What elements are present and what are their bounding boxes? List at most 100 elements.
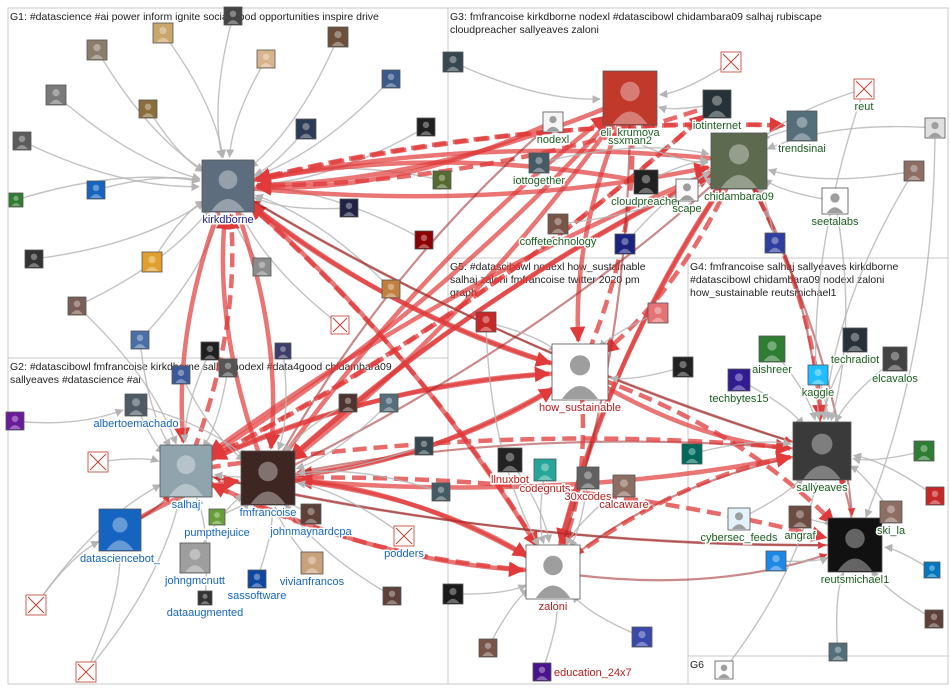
node-cybersec_feeds[interactable]: cybersec_feeds (699, 507, 780, 546)
node-zaloni[interactable]: zaloni (525, 544, 581, 615)
node-calcaware[interactable]: calcaware (598, 474, 650, 513)
node-g1h[interactable] (295, 118, 317, 140)
node-g1s[interactable] (130, 330, 150, 350)
node-coffetechnology[interactable]: coffetechnology (518, 213, 598, 250)
node-elcavalos[interactable]: elcavalos (871, 346, 920, 387)
node-g2f[interactable] (338, 393, 358, 413)
node-scape[interactable]: scape (671, 178, 703, 217)
node-g2i[interactable] (382, 586, 402, 606)
node-g2h[interactable] (431, 482, 451, 502)
node-label-johngmcnutt: johngmcnutt (164, 575, 225, 587)
node-g1c[interactable] (223, 6, 243, 26)
node-g1f[interactable] (381, 69, 401, 89)
node-kirkdborne[interactable]: kirkdborne (201, 159, 255, 228)
node-g1z[interactable] (171, 365, 191, 385)
node-g2e[interactable] (379, 393, 399, 413)
node-g3a[interactable] (720, 51, 742, 73)
node-datasciencebot_[interactable]: datasciencebot_ (78, 508, 162, 567)
node-vivianfrancos[interactable]: vivianfrancos (278, 551, 346, 590)
node-g1q[interactable] (432, 170, 452, 190)
node-sallyeaves[interactable]: sallyeaves (792, 421, 852, 496)
node-trendsinai[interactable]: trendsinai (777, 110, 827, 157)
node-dataaugmented[interactable]: dataaugmented (165, 590, 245, 621)
node-g6a[interactable] (714, 660, 734, 680)
node-iotinternet[interactable]: iotinternet (691, 89, 743, 134)
node-g1x[interactable] (381, 279, 401, 299)
node-g1e[interactable] (256, 49, 276, 69)
node-g3b[interactable] (442, 51, 464, 73)
node-g4f[interactable] (923, 561, 941, 579)
node-g1l[interactable] (86, 180, 106, 200)
node-g4c[interactable] (913, 440, 935, 462)
node-g2d[interactable] (5, 411, 25, 431)
node-education_24x7[interactable]: education_24x7 (532, 662, 633, 682)
node-reut[interactable]: reut (853, 78, 875, 115)
node-g3c[interactable] (614, 233, 636, 255)
node-nodexl[interactable]: nodexl (535, 111, 571, 148)
node-reutsmichael1[interactable]: reutsmichael1 (819, 517, 891, 588)
node-chidambara09[interactable]: chidambara09 (703, 132, 775, 205)
node-sassoftware[interactable]: sassoftware (226, 569, 288, 604)
node-g3e[interactable] (903, 160, 925, 182)
node-g4g[interactable] (828, 642, 848, 662)
node-g1p[interactable] (339, 198, 359, 218)
node-aishreer[interactable]: aishreer (751, 335, 794, 378)
node-g1w[interactable] (218, 358, 238, 378)
node-angraf[interactable]: angraf (783, 505, 818, 544)
node-g2g[interactable] (414, 436, 434, 456)
node-g1k[interactable] (12, 131, 32, 151)
node-salhaj[interactable]: salhaj (159, 444, 213, 513)
node-seetalabs[interactable]: seetalabs (810, 187, 861, 230)
node-g5c[interactable] (672, 356, 694, 378)
node-g1aa[interactable] (414, 230, 434, 250)
node-iottogether[interactable]: iottogether (512, 152, 567, 189)
node-codegnuts[interactable]: codegnuts (518, 458, 572, 497)
node-g1y[interactable] (416, 117, 436, 137)
node-g1r[interactable] (252, 257, 272, 277)
node-g1d[interactable] (327, 26, 349, 48)
node-fmfrancoise[interactable]: fmfrancoise (238, 450, 298, 521)
node-ssxman2[interactable]: ssxman2 (606, 134, 653, 149)
node-g1g[interactable] (45, 84, 67, 106)
node-g5e[interactable] (442, 583, 464, 605)
node-cloudpreacher[interactable]: cloudpreacher (610, 169, 683, 210)
node-albertoemachado[interactable]: albertoemachado (92, 393, 180, 432)
node-podders[interactable]: podders (383, 525, 426, 562)
node-pumpthejuice[interactable]: pumpthejuice (183, 508, 251, 541)
node-linuxbot[interactable]: llnuxbot (490, 447, 530, 488)
node-g1u[interactable] (200, 341, 220, 361)
avatar-body (482, 652, 494, 656)
node-g1a[interactable] (86, 39, 108, 61)
node-g1n[interactable] (141, 251, 163, 273)
node-techradiot[interactable]: techradiot (829, 327, 881, 368)
node-techbytes15[interactable]: techbytes15 (708, 368, 770, 407)
node-g1i[interactable] (138, 99, 158, 119)
node-g5a[interactable] (475, 311, 497, 333)
node-eli_krumova[interactable]: eli_krumova (599, 70, 662, 141)
node-g1j[interactable] (8, 192, 24, 208)
node-g2a[interactable] (87, 451, 109, 473)
avatar-head (437, 486, 445, 494)
node-g2c[interactable] (75, 661, 97, 683)
node-g5d[interactable] (478, 638, 498, 658)
node-ski_la[interactable]: ski_la (875, 500, 907, 539)
node-johngmcnutt[interactable]: johngmcnutt (163, 542, 226, 589)
node-kaggle[interactable]: kaggle (800, 364, 836, 401)
node-g3d[interactable] (924, 117, 946, 139)
node-g4d[interactable] (925, 486, 945, 506)
node-how_sustainable[interactable]: how_sustainable (538, 343, 622, 416)
node-g3f[interactable] (764, 232, 786, 254)
node-g4a[interactable] (681, 443, 703, 465)
node-30xcodes[interactable]: 30xcodes (563, 466, 614, 505)
node-g5f[interactable] (631, 626, 653, 648)
node-g1t[interactable] (330, 315, 350, 335)
node-g1m[interactable] (24, 249, 44, 269)
node-g1v[interactable] (274, 342, 292, 360)
node-g4b[interactable] (765, 550, 787, 572)
node-g1b[interactable] (152, 22, 174, 44)
node-g5b[interactable] (647, 302, 669, 324)
node-g2b[interactable] (25, 594, 47, 616)
node-g4e[interactable] (924, 609, 944, 629)
node-g1o[interactable] (67, 296, 87, 316)
node-johnmaynardcpa[interactable]: johnmaynardcpa (268, 503, 354, 540)
